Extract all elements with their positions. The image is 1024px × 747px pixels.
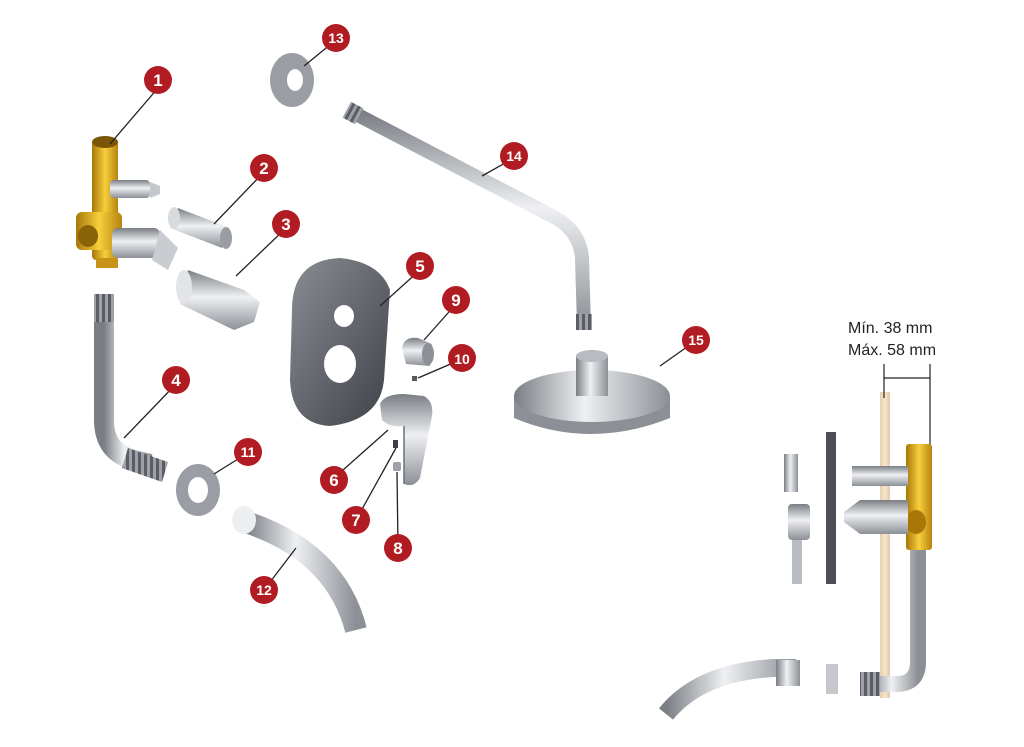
callout-2: 2 xyxy=(250,154,278,182)
dimension-max-label: Máx. 58 mm xyxy=(848,342,936,359)
cone-sleeve-part xyxy=(176,270,260,330)
svg-text:3: 3 xyxy=(281,215,290,234)
set-screw-part xyxy=(393,440,398,448)
escutcheon-ring-part xyxy=(176,464,220,516)
sleeve-small-part xyxy=(168,207,232,249)
callout-6: 6 xyxy=(320,466,348,494)
lever-handle-part xyxy=(380,394,433,486)
callout-1: 1 xyxy=(144,66,172,94)
svg-text:7: 7 xyxy=(351,511,360,530)
callout-12: 12 xyxy=(250,576,278,604)
pin-part xyxy=(412,376,417,381)
svg-text:14: 14 xyxy=(506,148,522,164)
svg-text:6: 6 xyxy=(329,471,338,490)
svg-text:12: 12 xyxy=(256,582,272,598)
svg-text:5: 5 xyxy=(415,257,424,276)
callout-8: 8 xyxy=(384,534,412,562)
svg-text:8: 8 xyxy=(393,539,402,558)
shower-arm-part xyxy=(342,101,592,330)
callout-5: 5 xyxy=(406,252,434,280)
valve-body-part xyxy=(76,136,178,270)
callout-3: 3 xyxy=(272,210,300,238)
svg-text:2: 2 xyxy=(259,159,268,178)
callout-14: 14 xyxy=(500,142,528,170)
svg-text:1: 1 xyxy=(153,71,162,90)
svg-text:10: 10 xyxy=(454,351,470,367)
svg-text:13: 13 xyxy=(328,30,344,46)
svg-text:4: 4 xyxy=(171,371,181,390)
svg-text:9: 9 xyxy=(451,291,460,310)
elbow-pipe-part xyxy=(94,294,168,482)
installation-side-view xyxy=(659,364,932,720)
callout-9: 9 xyxy=(442,286,470,314)
callout-11: 11 xyxy=(234,438,262,466)
screw-part xyxy=(393,462,401,471)
callout-4: 4 xyxy=(162,366,190,394)
callout-7: 7 xyxy=(342,506,370,534)
dimension-min-label: Mín. 38 mm xyxy=(848,320,932,337)
svg-text:15: 15 xyxy=(688,332,704,348)
svg-text:11: 11 xyxy=(241,444,256,460)
callout-15: 15 xyxy=(682,326,710,354)
callout-13: 13 xyxy=(322,24,350,52)
wall-section xyxy=(880,392,890,698)
spout-part xyxy=(232,506,367,633)
flange-ring-part xyxy=(270,53,314,107)
handle-cap-part xyxy=(402,337,434,366)
shower-head-part xyxy=(514,350,670,434)
callout-10: 10 xyxy=(448,344,476,372)
backplate-part xyxy=(290,258,390,426)
